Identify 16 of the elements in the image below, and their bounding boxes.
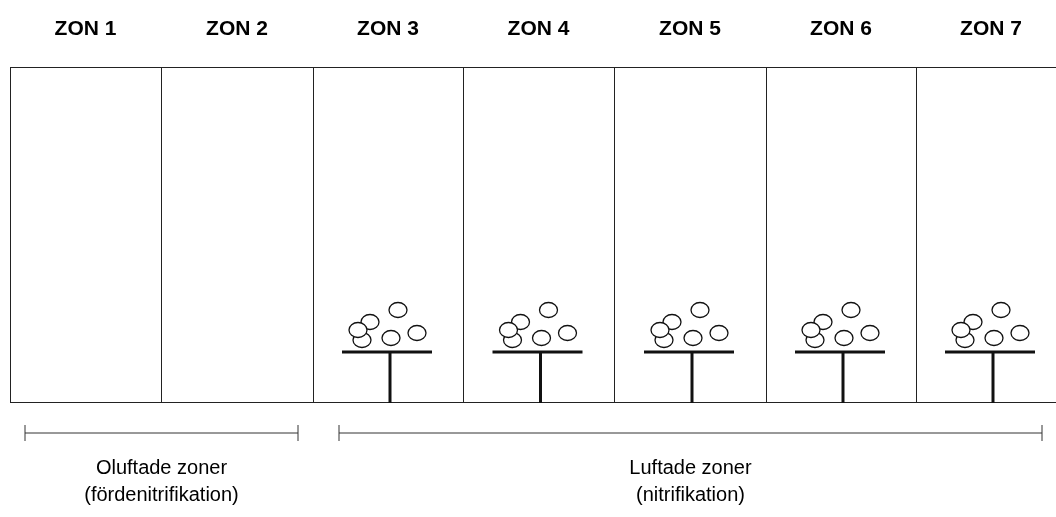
zone-heading: ZON 3 [356, 16, 420, 40]
zone-compartment [614, 67, 767, 403]
zone-compartment [463, 67, 615, 403]
zone-heading: ZON 6 [809, 16, 873, 40]
zone-heading: ZON 7 [959, 16, 1023, 40]
zone-compartment [916, 67, 1056, 403]
zone-compartment [161, 67, 314, 403]
zone-compartment [313, 67, 464, 403]
zone-group-label: Luftade zoner (nitrifikation) [628, 455, 753, 507]
zone-compartment [10, 67, 162, 403]
zone-heading: ZON 1 [53, 16, 118, 40]
zone-group-label: Oluftade zoner (fördenitrifikation) [83, 455, 240, 507]
zone-heading: ZON 4 [506, 16, 571, 40]
zone-compartment [766, 67, 917, 403]
zone-heading: ZON 5 [658, 16, 722, 40]
zone-heading: ZON 2 [205, 16, 269, 40]
